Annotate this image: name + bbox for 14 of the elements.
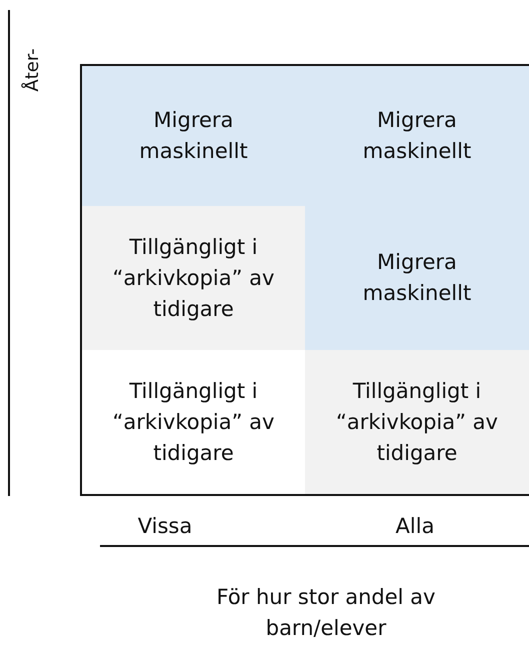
cell-text: Tillgängligt i “arkivkopia” av tidigare xyxy=(335,378,499,466)
cell-text: Tillgängligt i “arkivkopia” av tidigare xyxy=(112,234,276,322)
axis-tick-label: Alla xyxy=(396,514,434,538)
cell-text: Migrera maskinellt xyxy=(362,107,472,165)
matrix-cell xyxy=(82,66,305,206)
matrix-cell xyxy=(305,350,529,494)
cell-text: Migrera maskinellt xyxy=(362,249,472,307)
cell-text: Tillgängligt i “arkivkopia” av tidigare xyxy=(112,378,276,466)
axis-title: För hur stor andel av barn/elever xyxy=(216,584,436,642)
axis-title: Åter- xyxy=(22,48,43,92)
cell-text: Migrera maskinellt xyxy=(138,107,249,165)
matrix-cell xyxy=(82,206,305,350)
matrix-cell xyxy=(305,206,529,350)
axis-tick-label: Vissa xyxy=(138,514,192,538)
